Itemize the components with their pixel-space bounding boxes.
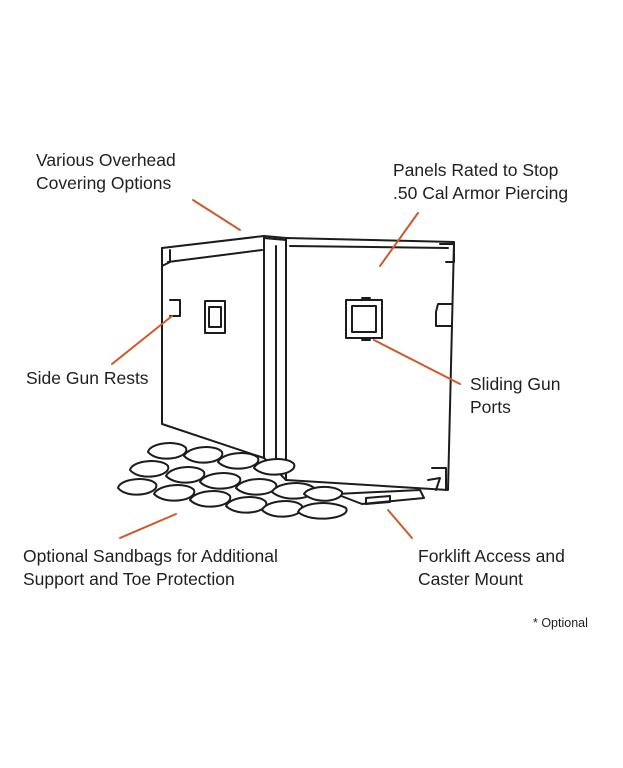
sliding-gun-ports-line-1: Sliding Gun (470, 374, 561, 394)
overhead-covering-label: Various Overhead Covering Options (36, 149, 176, 195)
left-gun-port-shape (204, 300, 226, 334)
forklift-access-label: Forklift Access and Caster Mount (418, 545, 565, 591)
sandbag-shapes (117, 442, 348, 520)
overhead-covering-line-1: Various Overhead (36, 150, 176, 170)
panels-rating-label: Panels Rated to Stop .50 Cal Armor Pierc… (393, 159, 568, 205)
panels-rating-line-2: .50 Cal Armor Piercing (393, 183, 569, 203)
sliding-gun-ports-line-2: Ports (470, 397, 511, 417)
leader-sandbags (119, 513, 177, 539)
forklift-access-line-2: Caster Mount (418, 569, 524, 589)
leader-sliding-gun-ports (373, 339, 461, 385)
leader-forklift (387, 509, 413, 539)
optional-footnote: * Optional (533, 616, 588, 630)
leader-panels (379, 212, 419, 267)
left-panel (161, 235, 265, 459)
side-gun-rests-label: Side Gun Rests (26, 367, 149, 390)
leader-side-gun-rests (111, 315, 173, 365)
forklift-access-line-1: Forklift Access and (418, 546, 565, 566)
side-gun-rests-line-1: Side Gun Rests (26, 368, 149, 388)
corner-post (263, 235, 287, 481)
sandbags-line-1: Optional Sandbags for Additional (23, 546, 278, 566)
right-gun-port-shape (345, 297, 383, 341)
right-panel (285, 237, 455, 491)
overhead-covering-line-2: Covering Options (36, 173, 172, 193)
sandbags-line-2: Support and Toe Protection (23, 569, 235, 589)
side-gun-rest-shapes (169, 299, 453, 327)
leader-lines (111, 199, 461, 539)
panels-rating-line-1: Panels Rated to Stop (393, 160, 559, 180)
sandbags-label: Optional Sandbags for Additional Support… (23, 545, 278, 591)
sliding-gun-ports-label: Sliding Gun Ports (470, 373, 560, 419)
leader-overhead (192, 199, 241, 231)
forklift-base-shape (335, 489, 425, 505)
